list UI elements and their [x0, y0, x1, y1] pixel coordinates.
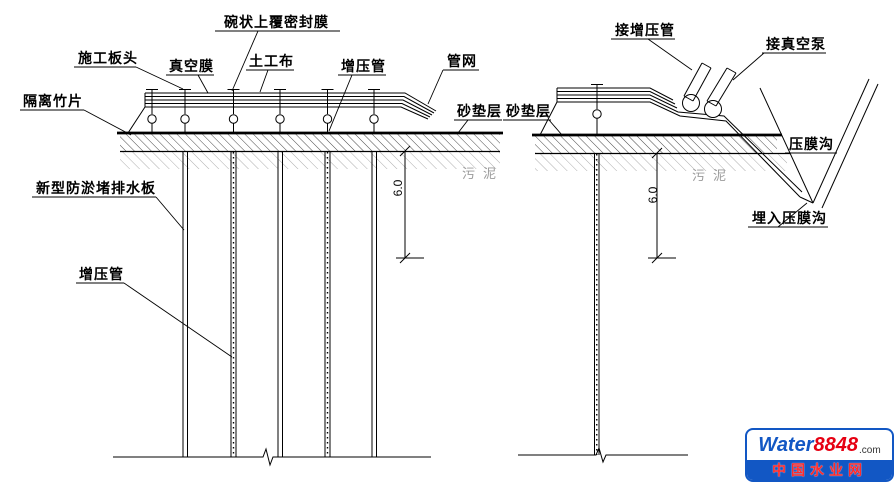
label-bowl-seal-membrane: 碗状上覆密封膜	[224, 14, 329, 30]
label-buried-membrane-trench: 埋入压膜沟	[752, 210, 827, 226]
logo-number: 8848	[813, 433, 859, 456]
dimension-right: 6.0	[646, 186, 660, 204]
label-board-head: 施工板头	[78, 50, 138, 66]
label-sludge-left: 污泥	[462, 166, 505, 181]
label-sand-cushion-right: 砂垫层	[506, 103, 551, 119]
logo-word: Water	[758, 433, 814, 456]
label-geotextile: 土工布	[249, 53, 294, 69]
label-connect-vacuum-pump: 接真空泵	[766, 36, 826, 52]
logo-subtitle: 中国水业网	[747, 460, 892, 480]
label-new-drain-board: 新型防淤堵排水板	[36, 180, 156, 196]
label-vacuum-membrane: 真空膜	[169, 58, 214, 74]
label-sludge-right: 污泥	[692, 168, 735, 183]
label-connect-boost-pipe: 接增压管	[615, 22, 675, 38]
label-boost-pipe-top: 增压管	[341, 58, 386, 74]
dimension-left: 6.0	[391, 179, 405, 197]
label-sand-cushion-left: 砂垫层	[457, 103, 502, 119]
logo-domain: .com	[859, 445, 881, 456]
label-boost-pipe-lower: 增压管	[79, 266, 124, 282]
label-membrane-trench: 压膜沟	[789, 136, 834, 152]
label-isolation-bamboo: 隔离竹片	[23, 93, 83, 109]
label-pipe-network: 管网	[447, 53, 477, 69]
